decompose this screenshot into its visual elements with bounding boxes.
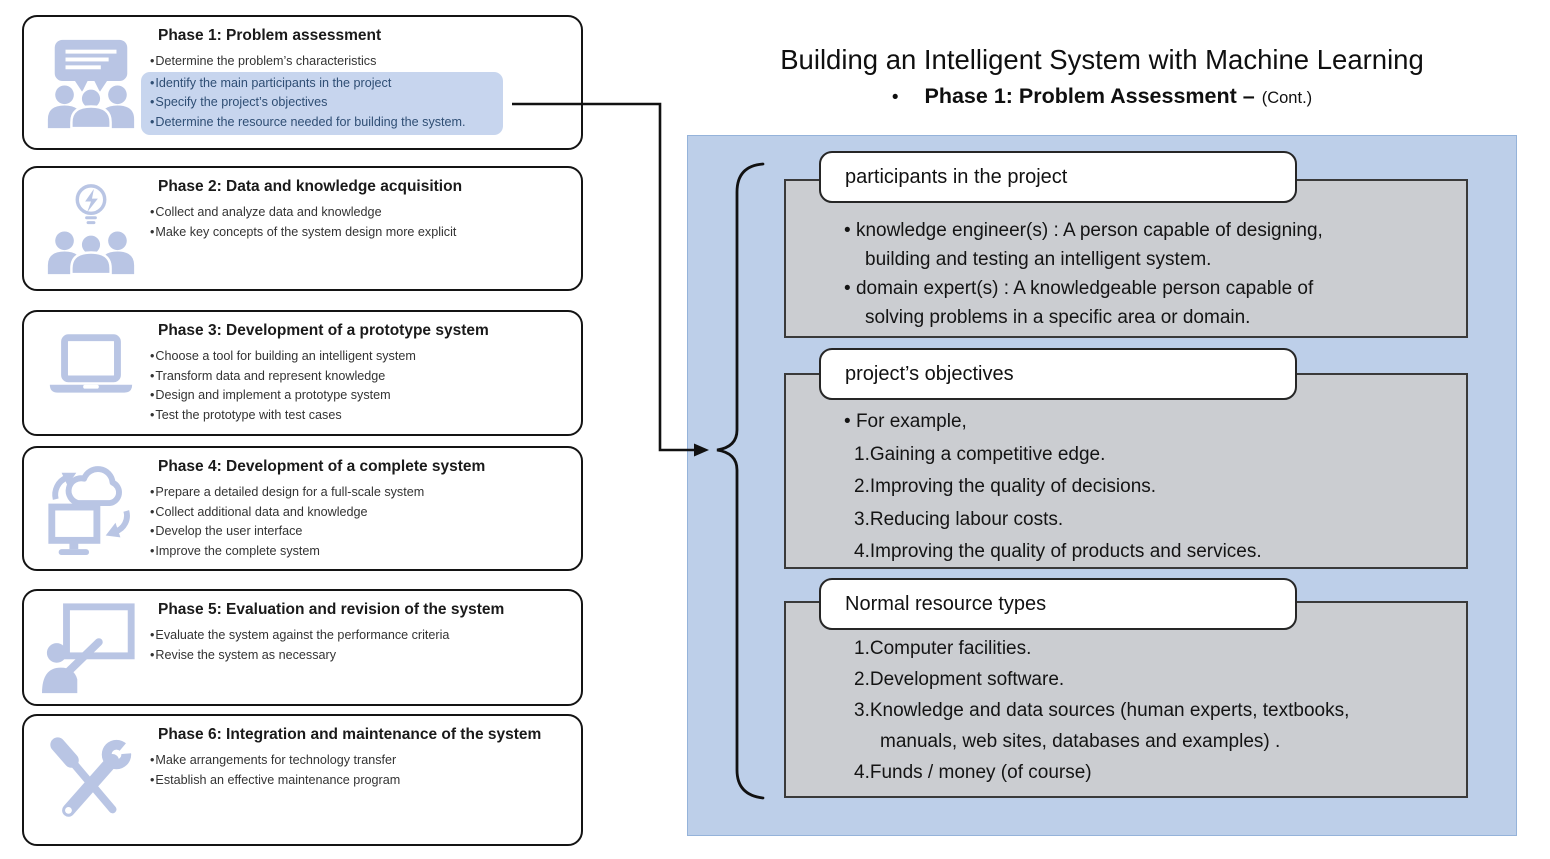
tools-icon [42, 730, 140, 830]
cloud-sync-icon [42, 459, 140, 559]
detail-panel: knowledge engineer(s) : A person capable… [687, 135, 1517, 836]
phase-bullet: Determine the problem’s characteristics [150, 52, 573, 72]
discussion-people-icon [42, 33, 140, 133]
phase-bullet: Collect additional data and knowledge [150, 503, 573, 523]
phase-3-box: Phase 3: Development of a prototype syst… [22, 310, 583, 436]
highlighted-bullet-group: Identify the main participants in the pr… [141, 71, 503, 135]
page-subtitle: • Phase 1: Problem Assessment – (Cont.) [752, 84, 1452, 109]
objectives-label: project’s objectives [819, 348, 1297, 400]
idea-people-icon [42, 179, 140, 279]
subtitle-cont: (Cont.) [1261, 89, 1313, 107]
detail-numbered-item: 3.Knowledge and data sources (human expe… [854, 700, 1350, 752]
detail-bullet: domain expert(s) : A knowledgeable perso… [844, 274, 1364, 332]
phase-title: Phase 4: Development of a complete syste… [158, 458, 486, 475]
phase-bullet: Collect and analyze data and knowledge [150, 203, 573, 223]
phase-title: Phase 1: Problem assessment [158, 27, 382, 44]
resources-box: 1.Computer facilities. 2.Development sof… [784, 601, 1468, 798]
participants-label: participants in the project [819, 151, 1297, 203]
phase-title: Phase 6: Integration and maintenance of … [158, 726, 542, 743]
detail-numbered-item: 4.Funds / money (of course) [854, 762, 1092, 783]
phase-title: Phase 2: Data and knowledge acquisition [158, 178, 463, 195]
phase-bullet: Make key concepts of the system design m… [150, 223, 573, 243]
phase-bullet: Establish an effective maintenance progr… [150, 771, 573, 791]
phase-bullet: Design and implement a prototype system [150, 386, 573, 406]
phase-bullet: Choose a tool for building an intelligen… [150, 347, 573, 367]
detail-numbered-item: 2.Development software. [854, 669, 1065, 690]
participants-box: knowledge engineer(s) : A person capable… [784, 179, 1468, 338]
phase-bullet: Develop the user interface [150, 522, 573, 542]
phase-title: Phase 3: Development of a prototype syst… [158, 322, 489, 339]
detail-bullet: knowledge engineer(s) : A person capable… [844, 216, 1364, 274]
detail-numbered-item: 3.Reducing labour costs. [854, 508, 1064, 530]
page-title: Building an Intelligent System with Mach… [780, 44, 1424, 75]
phase-bullet-highlighted: Determine the resource needed for buildi… [150, 113, 493, 133]
phase-bullet-highlighted: Specify the project’s objectives [150, 93, 493, 113]
phase-6-box: Phase 6: Integration and maintenance of … [22, 714, 583, 846]
detail-numbered-item: 1.Computer facilities. [854, 638, 1032, 659]
subtitle-main: Phase 1: Problem Assessment – [924, 84, 1255, 108]
phase-bullet: Prepare a detailed design for a full-sca… [150, 483, 573, 503]
phase-2-box: Phase 2: Data and knowledge acquisition … [22, 166, 583, 291]
phase-bullet: Transform data and represent knowledge [150, 367, 573, 387]
phase-title: Phase 5: Evaluation and revision of the … [158, 601, 505, 618]
detail-numbered-item: 2.Improving the quality of decisions. [854, 476, 1157, 497]
resources-label: Normal resource types [819, 578, 1297, 630]
phase-bullet: Evaluate the system against the performa… [150, 626, 573, 646]
detail-numbered-item: 4.Improving the quality of products and … [854, 541, 1262, 562]
laptop-icon [42, 323, 140, 423]
phase-bullet-highlighted: Identify the main participants in the pr… [150, 74, 493, 94]
detail-numbered-item: 1.Gaining a competitive edge. [854, 443, 1106, 465]
phase-1-box: Phase 1: Problem assessment Determine th… [22, 15, 583, 150]
objectives-box: For example, 1.Gaining a competitive edg… [784, 373, 1468, 569]
phase-bullet: Improve the complete system [150, 542, 573, 562]
phase-bullet: Make arrangements for technology transfe… [150, 751, 573, 771]
phase-bullet: Test the prototype with test cases [150, 406, 573, 426]
detail-bullet: For example, [844, 406, 1404, 439]
subtitle-bullet: • [891, 87, 899, 108]
phase-bullet: Revise the system as necessary [150, 646, 573, 666]
presentation-icon [42, 598, 140, 698]
phase-4-box: Phase 4: Development of a complete syste… [22, 446, 583, 571]
phase-5-box: Phase 5: Evaluation and revision of the … [22, 589, 583, 706]
